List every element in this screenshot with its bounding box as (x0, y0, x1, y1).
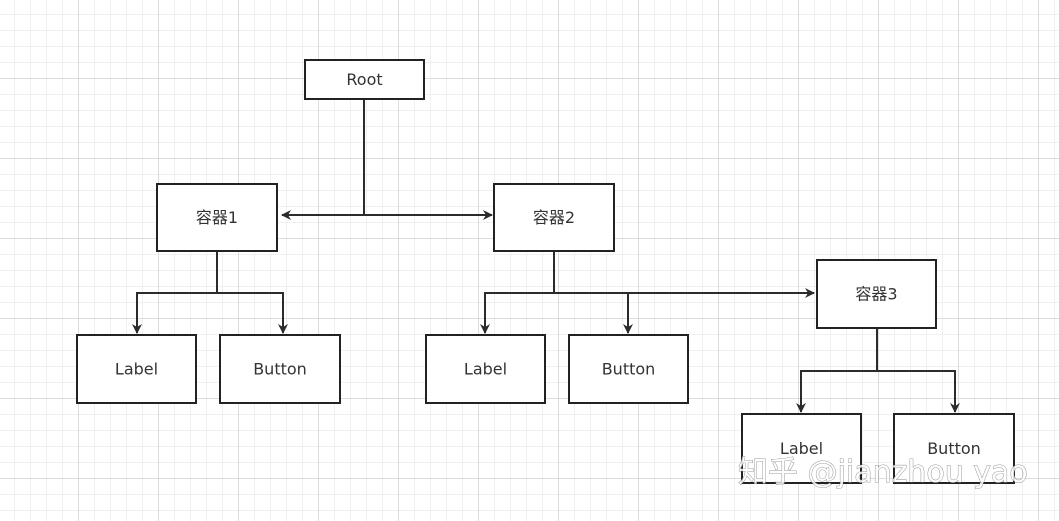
node-container1-box (156, 183, 278, 252)
node-label3-label: Label (780, 439, 823, 458)
edge-root-container1 (281, 99, 365, 220)
node-container1[interactable]: 容器1 (156, 183, 278, 252)
node-root-label: Root (346, 70, 382, 89)
node-label2-box (425, 334, 546, 404)
edge-container1-button (217, 292, 288, 334)
node-button2[interactable]: Button (568, 334, 689, 404)
node-container2[interactable]: 容器2 (493, 183, 615, 252)
node-container3[interactable]: 容器3 (816, 259, 937, 329)
node-button2-label: Button (602, 360, 656, 379)
edges (132, 99, 960, 413)
node-label1-box (76, 334, 197, 404)
node-container1-label: 容器1 (196, 208, 238, 227)
node-button1-box (219, 334, 341, 404)
node-root-box (304, 59, 425, 100)
node-container2-box (493, 183, 615, 252)
edge-container3-label (796, 328, 878, 413)
node-button3-box (893, 413, 1015, 484)
node-label3[interactable]: Label (741, 413, 862, 484)
node-label2[interactable]: Label (425, 334, 546, 404)
node-container3-box (816, 259, 937, 329)
node-button1[interactable]: Button (219, 334, 341, 404)
watermark-text: 知乎 @jianzhou yao (738, 455, 1028, 490)
node-container3-label: 容器3 (855, 285, 897, 304)
node-container2-label: 容器2 (533, 208, 575, 227)
node-button2-box (568, 334, 689, 404)
node-button3[interactable]: Button (893, 413, 1015, 484)
edge-container2-label (480, 251, 555, 334)
edge-container1-label (132, 251, 218, 334)
edge-container3-button (877, 370, 960, 413)
node-label2-label: Label (464, 360, 507, 379)
edge-container2-button (554, 292, 633, 334)
node-label1-label: Label (115, 360, 158, 379)
node-button1-label: Button (253, 360, 307, 379)
node-label1[interactable]: Label (76, 334, 197, 404)
node-root[interactable]: Root (304, 59, 425, 100)
node-button3-label: Button (927, 439, 981, 458)
node-label3-box (741, 413, 862, 484)
